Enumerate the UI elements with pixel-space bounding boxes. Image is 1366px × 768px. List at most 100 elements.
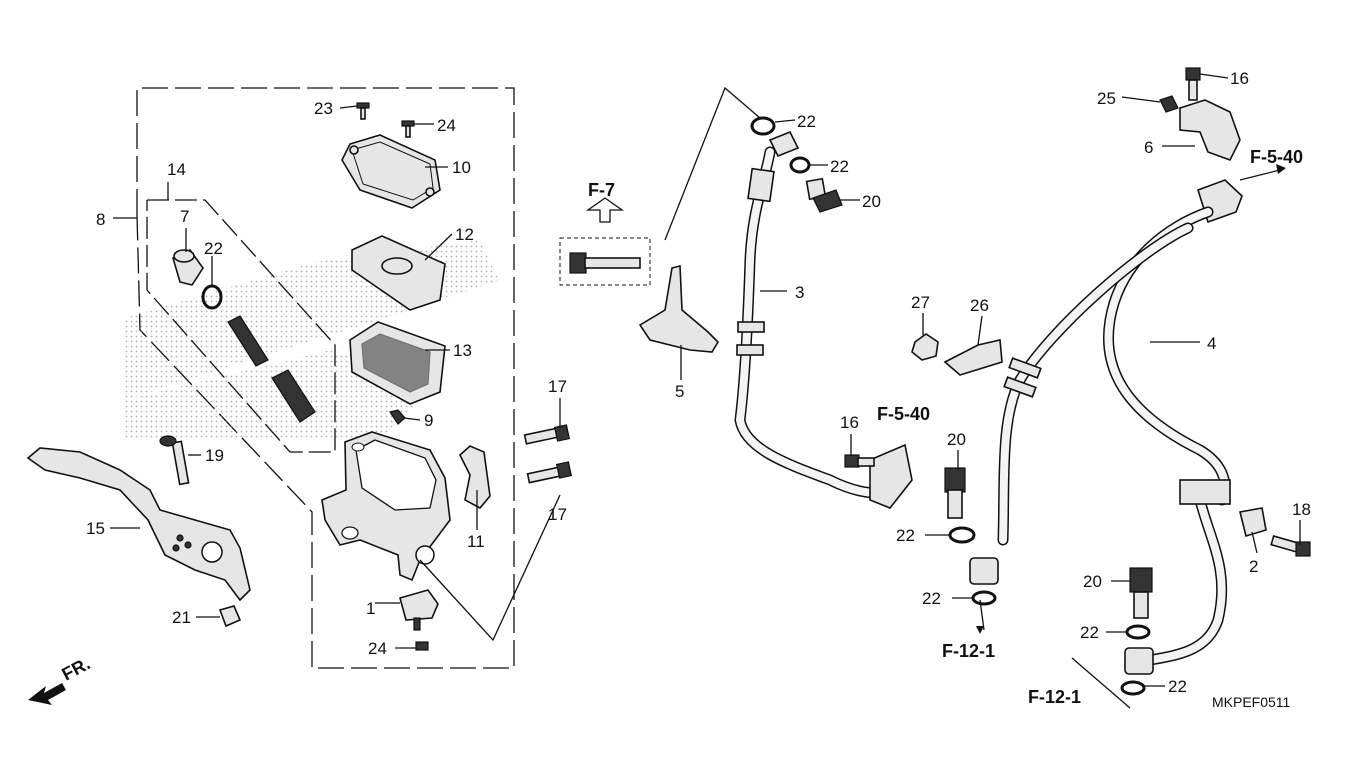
f121-leader-a [979,599,985,631]
banjo-bolt-20c [1129,567,1153,593]
washer-22d [971,590,997,606]
callout-6: 6 [1144,138,1153,157]
grommet-4 [1179,479,1231,505]
callout-4: 4 [1207,334,1216,353]
screw-24b [401,120,415,138]
lever-15 [26,447,251,602]
f7-box [559,237,651,286]
callout-23: 22 [204,239,223,258]
banjo-bolt-20b [944,467,966,493]
callout-22e: 22 [1080,623,1099,642]
bolt-16a [844,454,860,468]
bolt-f7-shank [584,257,641,269]
washer-22c [948,526,976,544]
callout-17a: 17 [548,377,567,396]
callout-14: 14 [167,160,186,179]
screw-25 [415,641,429,651]
callout-20a: 20 [862,192,881,211]
callout-25: 24 [368,639,387,658]
ref-f540-right: F-5-40 [1250,147,1303,167]
arrow-up-icon [585,197,625,223]
clamp-27 [943,339,1003,376]
bolt-17a [523,424,571,445]
spring [271,369,316,423]
callout-22c: 22 [896,526,915,545]
callout-labels: 1 2 3 4 5 6 7 8 9 10 11 12 13 14 15 16 1… [86,69,1311,696]
bolt-17b [526,461,573,484]
hose-4c [1146,496,1226,664]
washer-22b [789,156,811,174]
nut-28 [911,333,939,361]
callout-22f: 22 [1168,677,1187,696]
group-14-outline [146,199,336,453]
lower-hose-group [911,67,1311,709]
callout-20b: 20 [947,430,966,449]
bracket-5 [638,264,720,353]
hose-3 [735,148,889,497]
callout-16b: 16 [1230,69,1249,88]
bracket-6 [1179,99,1241,161]
callout-5: 5 [675,382,684,401]
fr-label: FR. [58,653,93,684]
leader-lines [110,73,1301,687]
callout-8: 8 [96,210,105,229]
diagram-code: MKPEF0511 [1212,694,1291,710]
hose-4a [1104,208,1229,504]
callout-28: 27 [911,293,930,312]
banjo-fitting-2 [1124,647,1154,675]
callout-22b: 22 [830,157,849,176]
ref-f121-a: F-12-1 [942,641,995,661]
f121-leader-b [1071,657,1131,709]
bolt-17-leaders [419,494,561,642]
callout-21: 21 [172,608,191,627]
callout-7: 7 [180,207,189,226]
banjo-fitting-1 [969,557,999,585]
clip-2 [1239,507,1267,538]
callout-3: 3 [795,283,804,302]
pivot-bolt-19 [171,440,190,486]
piston [227,315,269,367]
callout-2: 2 [1249,557,1258,576]
callout-13: 13 [453,341,472,360]
master-cylinder-body [321,431,451,582]
holder-11 [459,445,491,510]
callout-24b: 24 [437,116,456,135]
master-cylinder-group [26,87,573,669]
f540-leader [1239,169,1281,181]
callout-15: 15 [86,519,105,538]
callout-27: 26 [970,296,989,315]
hose-3-leader [664,86,761,241]
callout-12: 12 [455,225,474,244]
washer-22a [750,116,776,136]
washer-22f [1120,680,1146,696]
callout-22a: 22 [797,112,816,131]
callout-10: 10 [452,158,471,177]
callout-18: 18 [1292,500,1311,519]
upper-hose-group [559,86,913,509]
reference-labels: F-7 F-5-40 F-5-40 F-12-1 F-12-1 FR. MKPE… [58,147,1303,710]
callout-24a: 23 [314,99,333,118]
ref-f7: F-7 [588,180,615,200]
ref-f540-upper: F-5-40 [877,404,930,424]
nut-21 [218,605,242,628]
screw-24a [356,102,370,120]
bolt-16b [1185,67,1201,81]
callout-26: 25 [1097,89,1116,108]
callout-11: 11 [467,532,485,551]
callout-1: 1 [366,599,375,618]
switch-1 [399,589,439,621]
callout-22d: 22 [922,589,941,608]
callout-16a: 16 [840,413,859,432]
ref-f121-b: F-12-1 [1028,687,1081,707]
front-arrow-icon [28,683,66,705]
bolt-f7-head [569,252,587,274]
callout-9: 9 [424,411,433,430]
callout-19: 19 [205,446,224,465]
washer-22e [1125,624,1151,640]
callout-17b: 17 [548,505,567,524]
reservoir-cap-10 [341,134,441,209]
hose-4b [999,224,1192,544]
bolt-26 [1159,95,1179,113]
stay-f540 [869,443,913,509]
